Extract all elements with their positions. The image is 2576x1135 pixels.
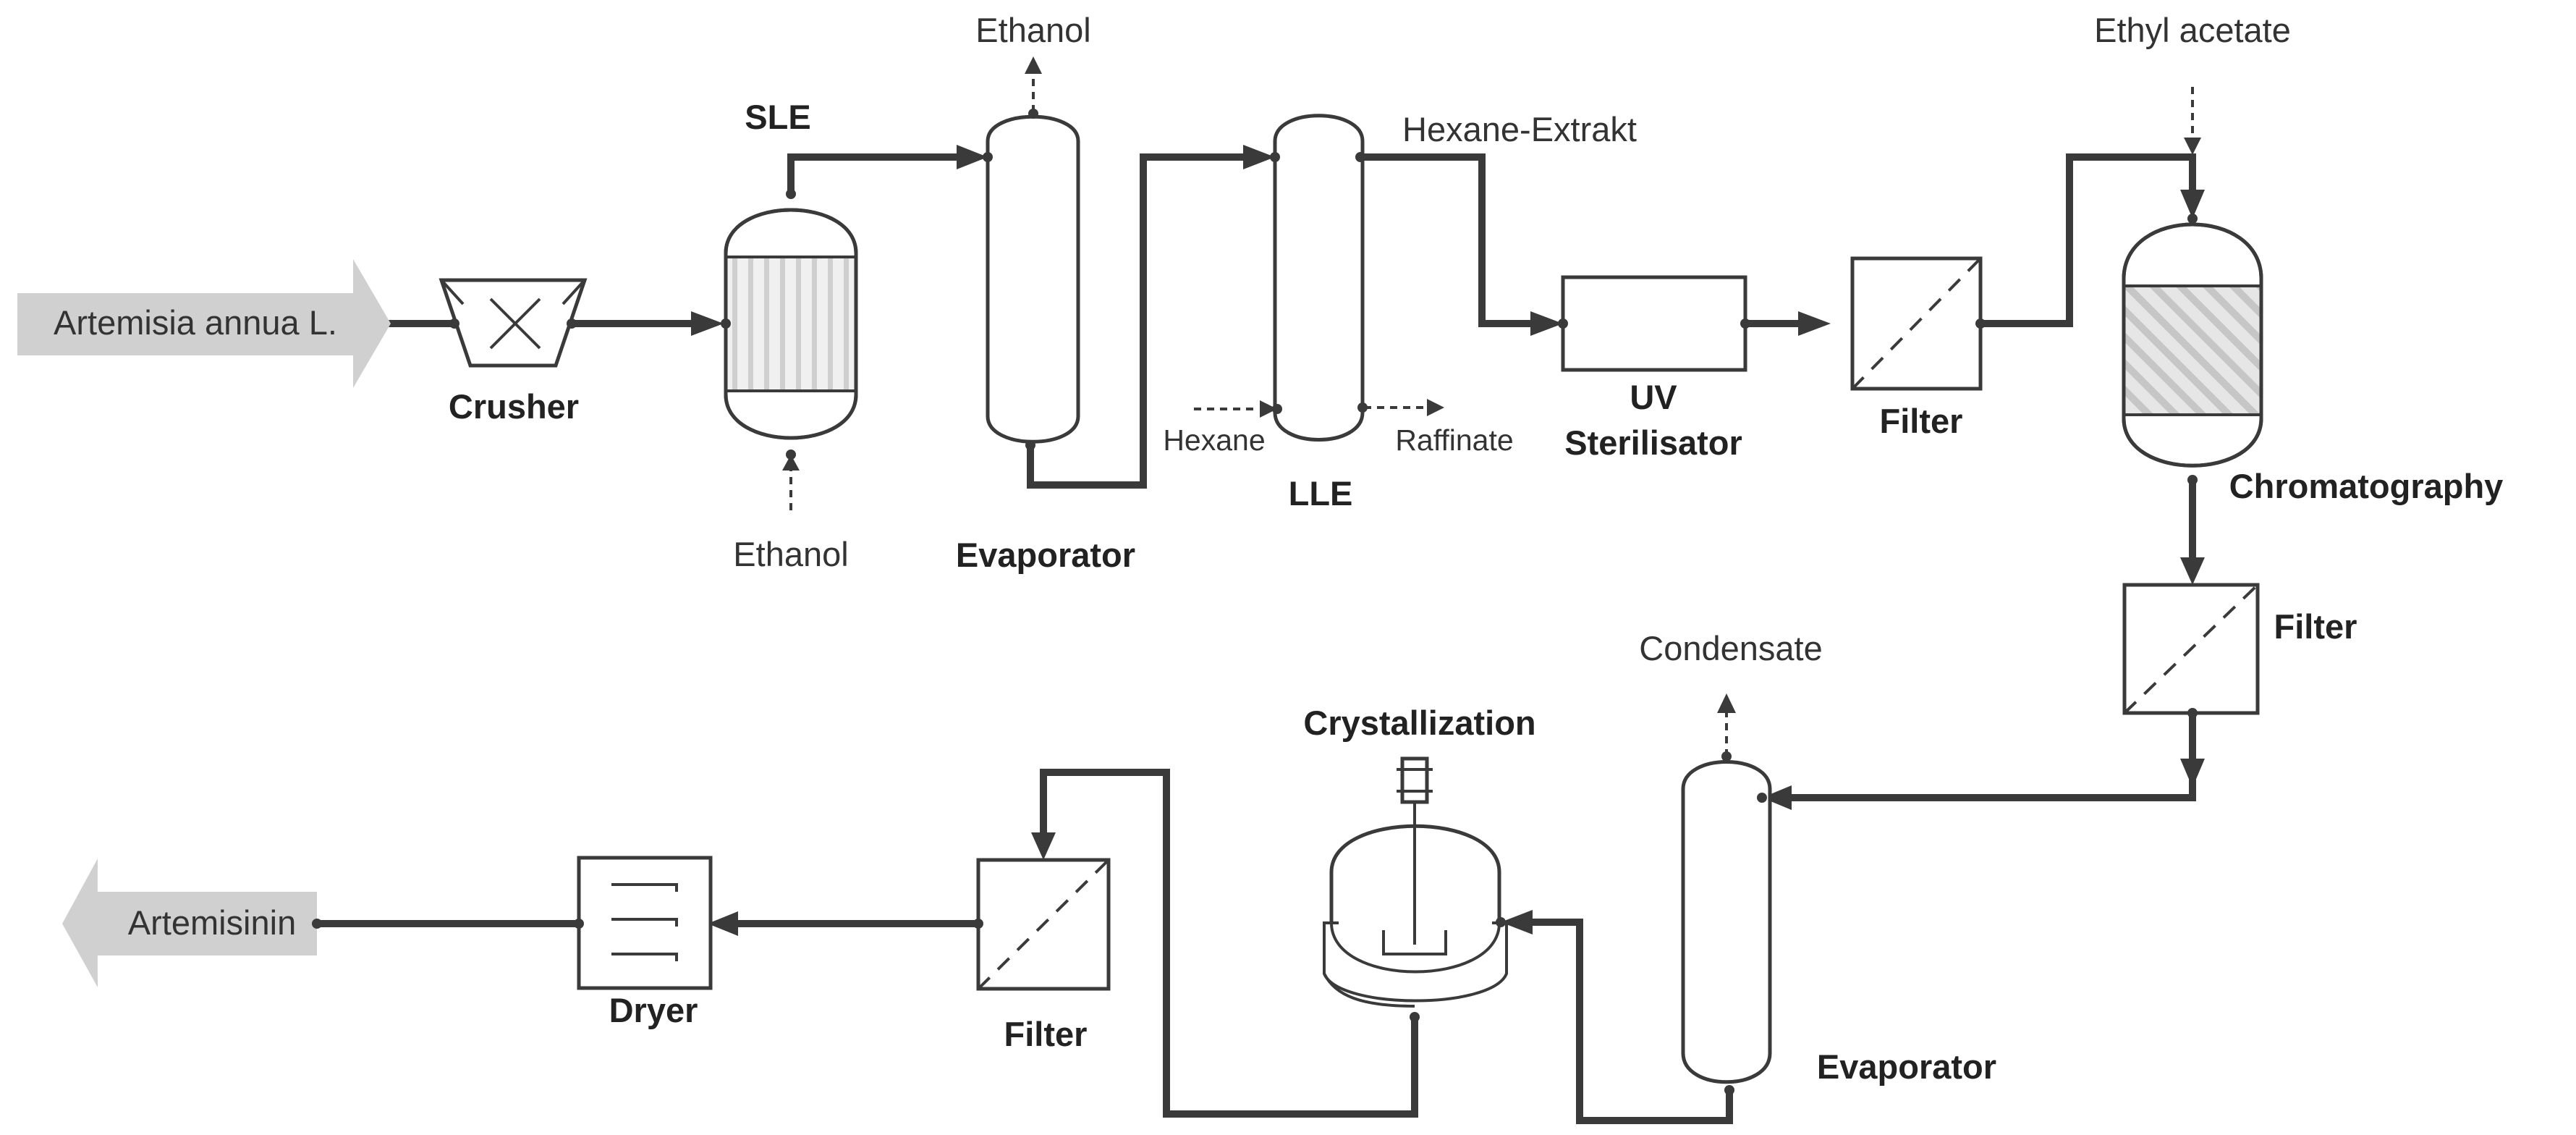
filter-2 <box>2122 583 2260 718</box>
uv-label-line2: Sterilisator <box>1564 423 1742 462</box>
filter-1 <box>1850 256 1986 391</box>
ethyl-acetate-label: Ethyl acetate <box>2094 11 2291 49</box>
lle-column <box>1270 114 1368 442</box>
crystallization-label: Crystallization <box>1303 704 1535 742</box>
evaporator-2 <box>1681 751 1772 1095</box>
crystallization-vessel <box>1323 756 1508 1022</box>
dryer-label: Dryer <box>609 991 698 1029</box>
ethanol-out-label: Ethanol <box>975 11 1090 49</box>
main-arrowheads <box>691 145 2205 936</box>
filter-2-label: Filter <box>2274 607 2357 646</box>
sle-column <box>721 189 858 460</box>
condensate-label: Condensate <box>1639 629 1822 667</box>
hexane-in-label: Hexane <box>1163 423 1265 457</box>
filter-3 <box>973 858 1111 991</box>
raffinate-out-label: Raffinate <box>1395 423 1513 457</box>
filter-1-label: Filter <box>1880 402 1963 440</box>
uv-label-line1: UV <box>1630 378 1677 416</box>
auxiliary-streams <box>782 56 2201 756</box>
output-label: Artemisinin <box>128 903 296 942</box>
input-arrow: Artemisia annua L. <box>17 259 391 388</box>
evaporator-2-label: Evaporator <box>1817 1047 1996 1086</box>
stream-labels: Ethanol Ethanol Hexane Raffinate Hexane-… <box>733 11 2291 667</box>
uv-sterilisator <box>1558 275 1750 372</box>
crusher-unit <box>438 278 588 368</box>
dryer-unit <box>312 856 713 990</box>
crusher-label: Crusher <box>449 387 579 426</box>
lle-label: LLE <box>1289 474 1353 512</box>
unit-labels: Crusher SLE Evaporator LLE UV Sterilisat… <box>449 98 2503 1086</box>
filter-3-label: Filter <box>1004 1015 1088 1053</box>
main-process-lines <box>317 153 2196 1124</box>
hexane-extract-label: Hexane-Extrakt <box>1402 110 1637 148</box>
input-label: Artemisia annua L. <box>54 303 337 342</box>
output-arrow: Artemisinin <box>62 858 317 987</box>
sle-label: SLE <box>745 98 810 136</box>
ethanol-in-label: Ethanol <box>733 535 848 573</box>
chromatography-column <box>2122 214 2263 485</box>
evaporator-1-label: Evaporator <box>956 536 1135 574</box>
chromatography-label: Chromatography <box>2229 467 2504 505</box>
evaporator-1 <box>983 109 1080 450</box>
